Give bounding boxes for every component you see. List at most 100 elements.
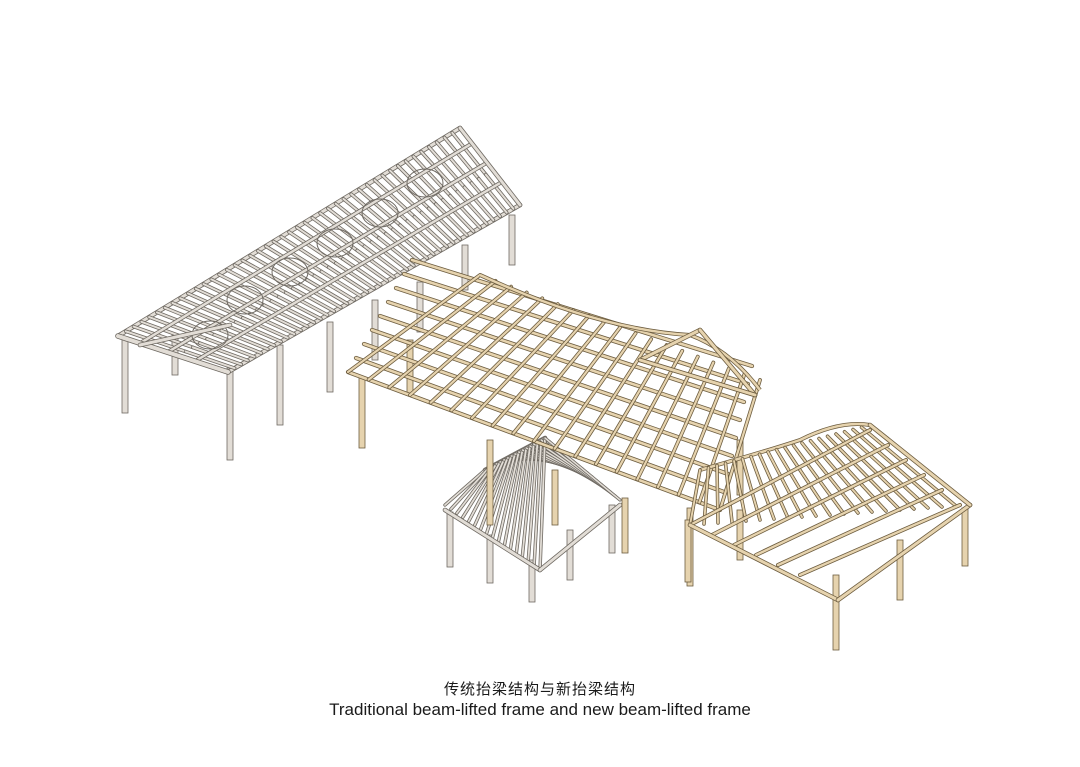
hall-rafter [306, 278, 349, 305]
hall-post [416, 281, 424, 333]
wing-rafter [801, 442, 859, 514]
pavilion-eave-beam [443, 508, 542, 572]
main-rafter [553, 332, 637, 450]
wing-rafter [852, 428, 943, 508]
wing-rafter [724, 462, 733, 523]
wing-rafter [826, 435, 901, 511]
pavilion-post [566, 529, 574, 581]
main-rafter [677, 367, 730, 496]
new-frame-wing-structure [684, 422, 973, 651]
main-post [621, 497, 629, 554]
hall-moon-opening [406, 168, 444, 198]
pavilion-rafter [515, 445, 531, 555]
hall-post [461, 244, 469, 291]
wing-rafter [716, 464, 719, 524]
hall-rafter [270, 300, 316, 324]
hall-rafter [227, 325, 276, 347]
wing-rafter [775, 448, 817, 517]
main-rafter [450, 303, 559, 412]
wing-gable-rafter [868, 423, 972, 507]
wing-rafter [809, 439, 873, 513]
hall-rafter [198, 342, 249, 362]
main-post [551, 469, 559, 526]
pavilion-rafter [509, 447, 528, 551]
caption-english: Traditional beam-lifted frame and new be… [329, 700, 751, 719]
pavilion-rafter [521, 443, 535, 559]
pavilion-rafter [539, 437, 546, 571]
hall-rafter [191, 346, 243, 366]
main-rafter [656, 361, 715, 489]
hall-rafter [363, 245, 402, 275]
main-rafter [388, 285, 513, 389]
main-purlin [354, 356, 726, 494]
hall-post [121, 337, 129, 414]
hall-purlin [193, 180, 504, 363]
wing-rafter [703, 466, 710, 525]
hall-rafter [456, 190, 488, 225]
small-pavilion-structure [442, 435, 623, 603]
hall-moon-opening [226, 285, 264, 315]
wing-purlin [754, 473, 926, 557]
main-rafter [429, 297, 544, 404]
main-rafter [532, 326, 622, 443]
pavilion-post [446, 511, 454, 568]
hall-rafter [299, 283, 342, 309]
hall-moon-opening [271, 257, 309, 287]
wing-eave-beam [836, 503, 972, 602]
wing-post [736, 509, 744, 561]
pavilion-rafter [527, 441, 539, 563]
pavilion-post [486, 534, 494, 584]
wing-rafter [860, 426, 957, 507]
traditional-frame-structure [115, 125, 523, 461]
pavilion-post [528, 559, 536, 603]
hall-rafter [313, 274, 356, 301]
wing-rafter [784, 446, 831, 516]
hall-purlin [166, 161, 489, 354]
pavilion-rafter [497, 451, 520, 543]
wing-post [896, 539, 904, 601]
hall-rafter [391, 228, 429, 260]
wing-post [961, 507, 969, 567]
pavilion-rafter [467, 461, 501, 523]
hall-gable-tie-beam [116, 334, 230, 374]
hall-post [326, 321, 334, 393]
hall-rafter [449, 194, 482, 229]
wing-post [684, 519, 692, 583]
hall-rafter [184, 350, 236, 370]
pavilion-rafter [491, 453, 516, 539]
pavilion-eave-beam [538, 503, 622, 572]
pavilion-rafter [533, 439, 543, 567]
hall-rafter [477, 177, 508, 214]
hall-rafter [327, 266, 369, 294]
wing-rafter [835, 433, 915, 510]
main-rafter [636, 355, 699, 481]
main-rafter [408, 291, 528, 397]
hall-rafter [213, 333, 263, 355]
main-rafter [512, 320, 606, 435]
hall-rafter [341, 257, 382, 286]
hall-rafter [263, 304, 309, 328]
hall-rafter [463, 186, 495, 222]
hall-rafter [413, 215, 448, 248]
wing-rafter [767, 451, 803, 518]
hall-rafter [441, 198, 475, 233]
wing-rafter [758, 453, 789, 519]
wing-purlin [688, 428, 872, 527]
pavilion-rafter [503, 449, 524, 547]
new-frame-main-structure [345, 257, 762, 587]
hall-rafter [206, 337, 256, 358]
hall-moon-opening [316, 228, 354, 258]
hall-rafter [420, 211, 455, 244]
wing-rafter [689, 469, 701, 526]
pavilion-rafter [479, 457, 509, 531]
hall-rafter [277, 295, 322, 320]
main-rafter [470, 308, 575, 420]
wing-purlin [798, 503, 962, 577]
hall-post [276, 344, 284, 426]
hall-rafter [377, 236, 415, 267]
hall-rafter [434, 203, 468, 237]
wing-post [832, 574, 840, 651]
hall-rafter [320, 270, 362, 298]
